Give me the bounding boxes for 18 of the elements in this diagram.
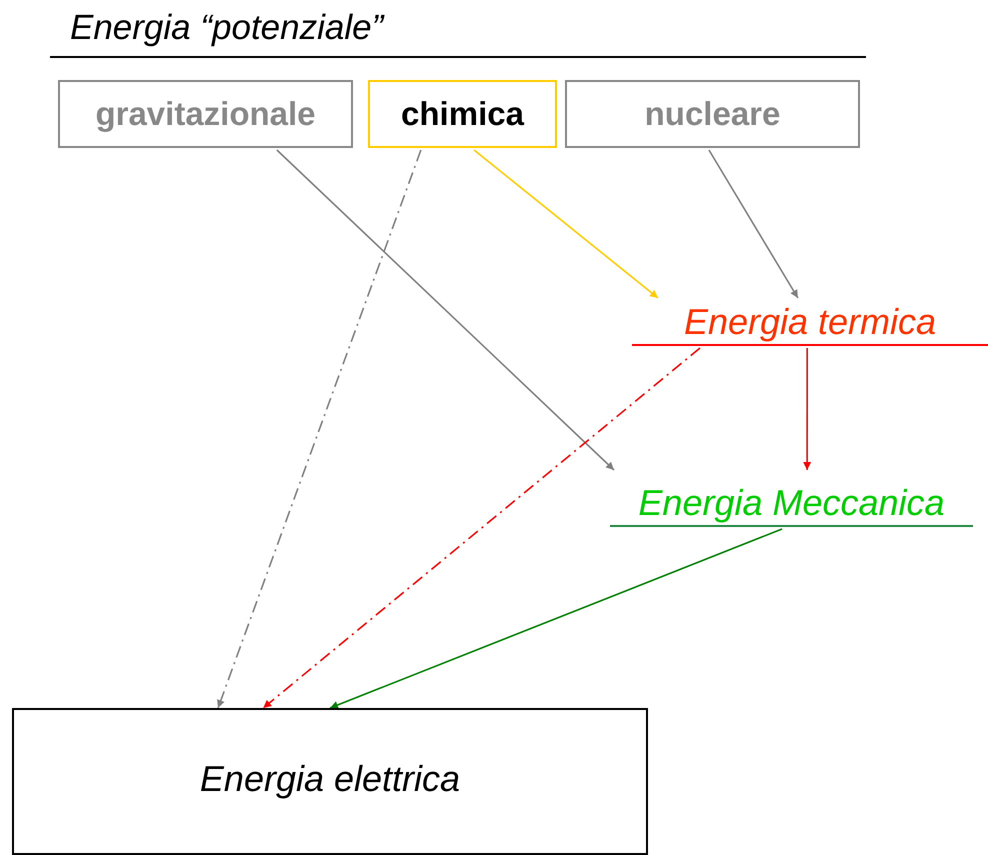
arrow (803, 348, 812, 470)
arrow (330, 528, 782, 709)
node-text: chimica (401, 95, 524, 133)
node-text: nucleare (644, 95, 780, 133)
energy-box (12, 708, 648, 855)
arrow (708, 150, 799, 298)
heading: Energia “potenziale” (50, 0, 866, 58)
energy-box (58, 80, 353, 148)
arrow (276, 149, 615, 471)
node-text: Energia elettrica (200, 758, 460, 801)
node-text: Energia Meccanica (638, 483, 945, 523)
node-text: Energia termica (684, 302, 936, 342)
arrow (262, 347, 700, 709)
energy-box (565, 80, 860, 148)
energy-box (368, 80, 557, 148)
arrow (474, 149, 658, 299)
node-text: gravitazionale (95, 95, 316, 133)
arrow (217, 150, 422, 708)
